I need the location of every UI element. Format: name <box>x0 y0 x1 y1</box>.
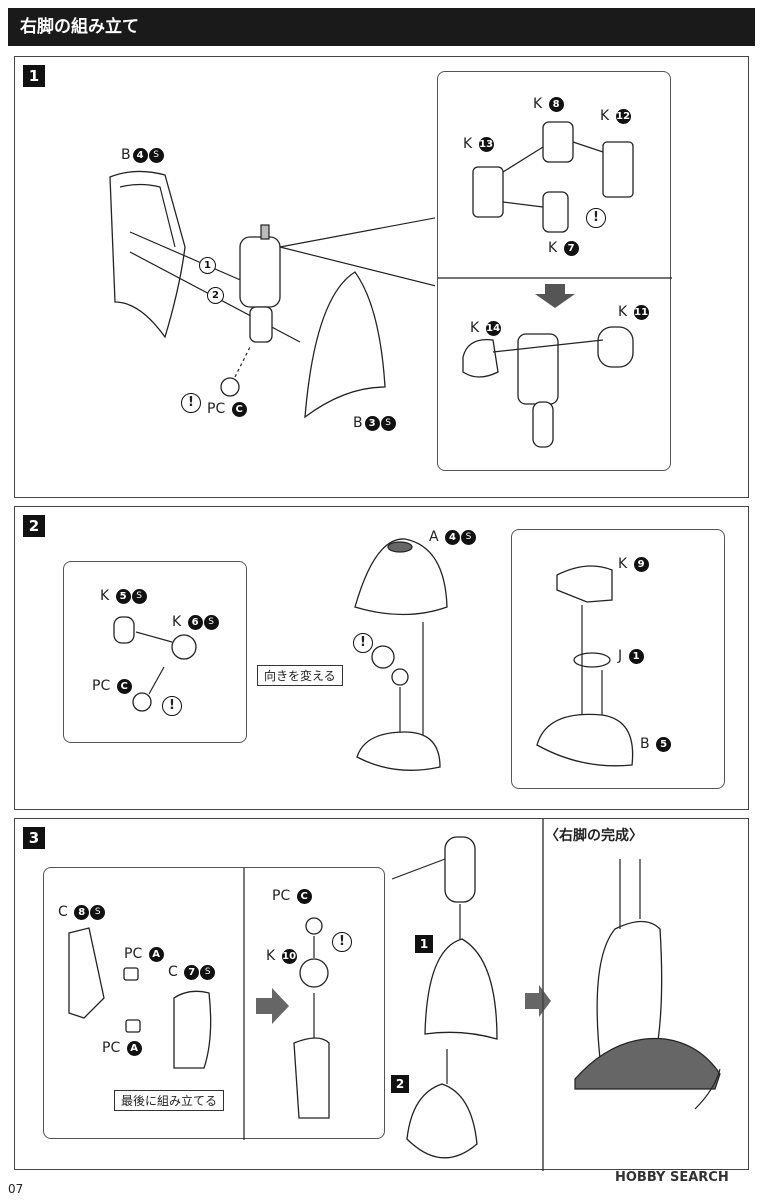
step-2-main-illustration <box>354 538 448 771</box>
part-label-pc-c: PC C <box>207 401 247 417</box>
part-label-b5: B 5 <box>640 736 672 752</box>
part-label-j1: J 1 <box>618 648 644 664</box>
completed-leg-title: 〈右脚の完成〉 <box>545 828 643 844</box>
divider-line <box>542 819 544 1171</box>
sequence-1-icon: 1 <box>197 257 216 274</box>
warning-icon: ! <box>181 393 201 413</box>
warning-icon: ! <box>332 932 352 952</box>
step-2-inset-right: K 9 J 1 B 5 <box>511 529 725 789</box>
part-label-pc-a-2: PC A <box>102 1040 142 1056</box>
warning-icon: ! <box>353 633 373 653</box>
part-label-k7: K 7 <box>548 240 579 256</box>
watermark: HOBBY SEARCH <box>615 1170 729 1185</box>
sequence-2-icon: 2 <box>205 287 224 304</box>
part-label-pc-a-1: PC A <box>124 946 164 962</box>
step-1-number: 1 <box>23 65 45 87</box>
part-label-k11: K 11 <box>618 304 649 320</box>
step-2-inset-right-illustration <box>536 565 634 767</box>
part-label-k14: K 14 <box>470 320 501 336</box>
part-label-k9: K 9 <box>618 556 649 572</box>
step-2-inset-illustration <box>113 616 197 712</box>
step-3-number: 3 <box>23 827 45 849</box>
page-number: 07 <box>8 1182 24 1196</box>
sub-step-1-number: 1 <box>415 935 433 953</box>
part-label-pc-c: PC C <box>92 678 132 694</box>
step-1-inset-illustration <box>438 121 672 448</box>
step-1-main-illustration <box>109 170 435 419</box>
flow-arrow <box>525 985 551 1017</box>
part-label-pc-c: PC C <box>272 888 312 904</box>
part-label-k12: K 12 <box>600 108 631 124</box>
section-header: 右脚の組み立て <box>8 8 755 46</box>
sub-step-2-number: 2 <box>391 1075 409 1093</box>
warning-icon: ! <box>586 208 606 228</box>
part-label-k13: K 13 <box>463 136 494 152</box>
warning-icon: ! <box>162 696 182 716</box>
part-label-k8: K 8 <box>533 96 564 112</box>
step-2-number: 2 <box>23 515 45 537</box>
completed-leg-illustration <box>574 859 721 1110</box>
note-bubble-assemble-last: 最後に組み立てる <box>114 1090 225 1111</box>
step-3-inset-illustration <box>68 868 330 1140</box>
step-3-main-illustration <box>391 836 498 1159</box>
step-1-inset: K 8 K 12 K 13 K 7 K 14 K 11 ! <box>437 71 672 471</box>
note-bubble-change-direction: 向きを変える <box>257 665 343 686</box>
part-label-k10: K 10 <box>266 948 297 964</box>
